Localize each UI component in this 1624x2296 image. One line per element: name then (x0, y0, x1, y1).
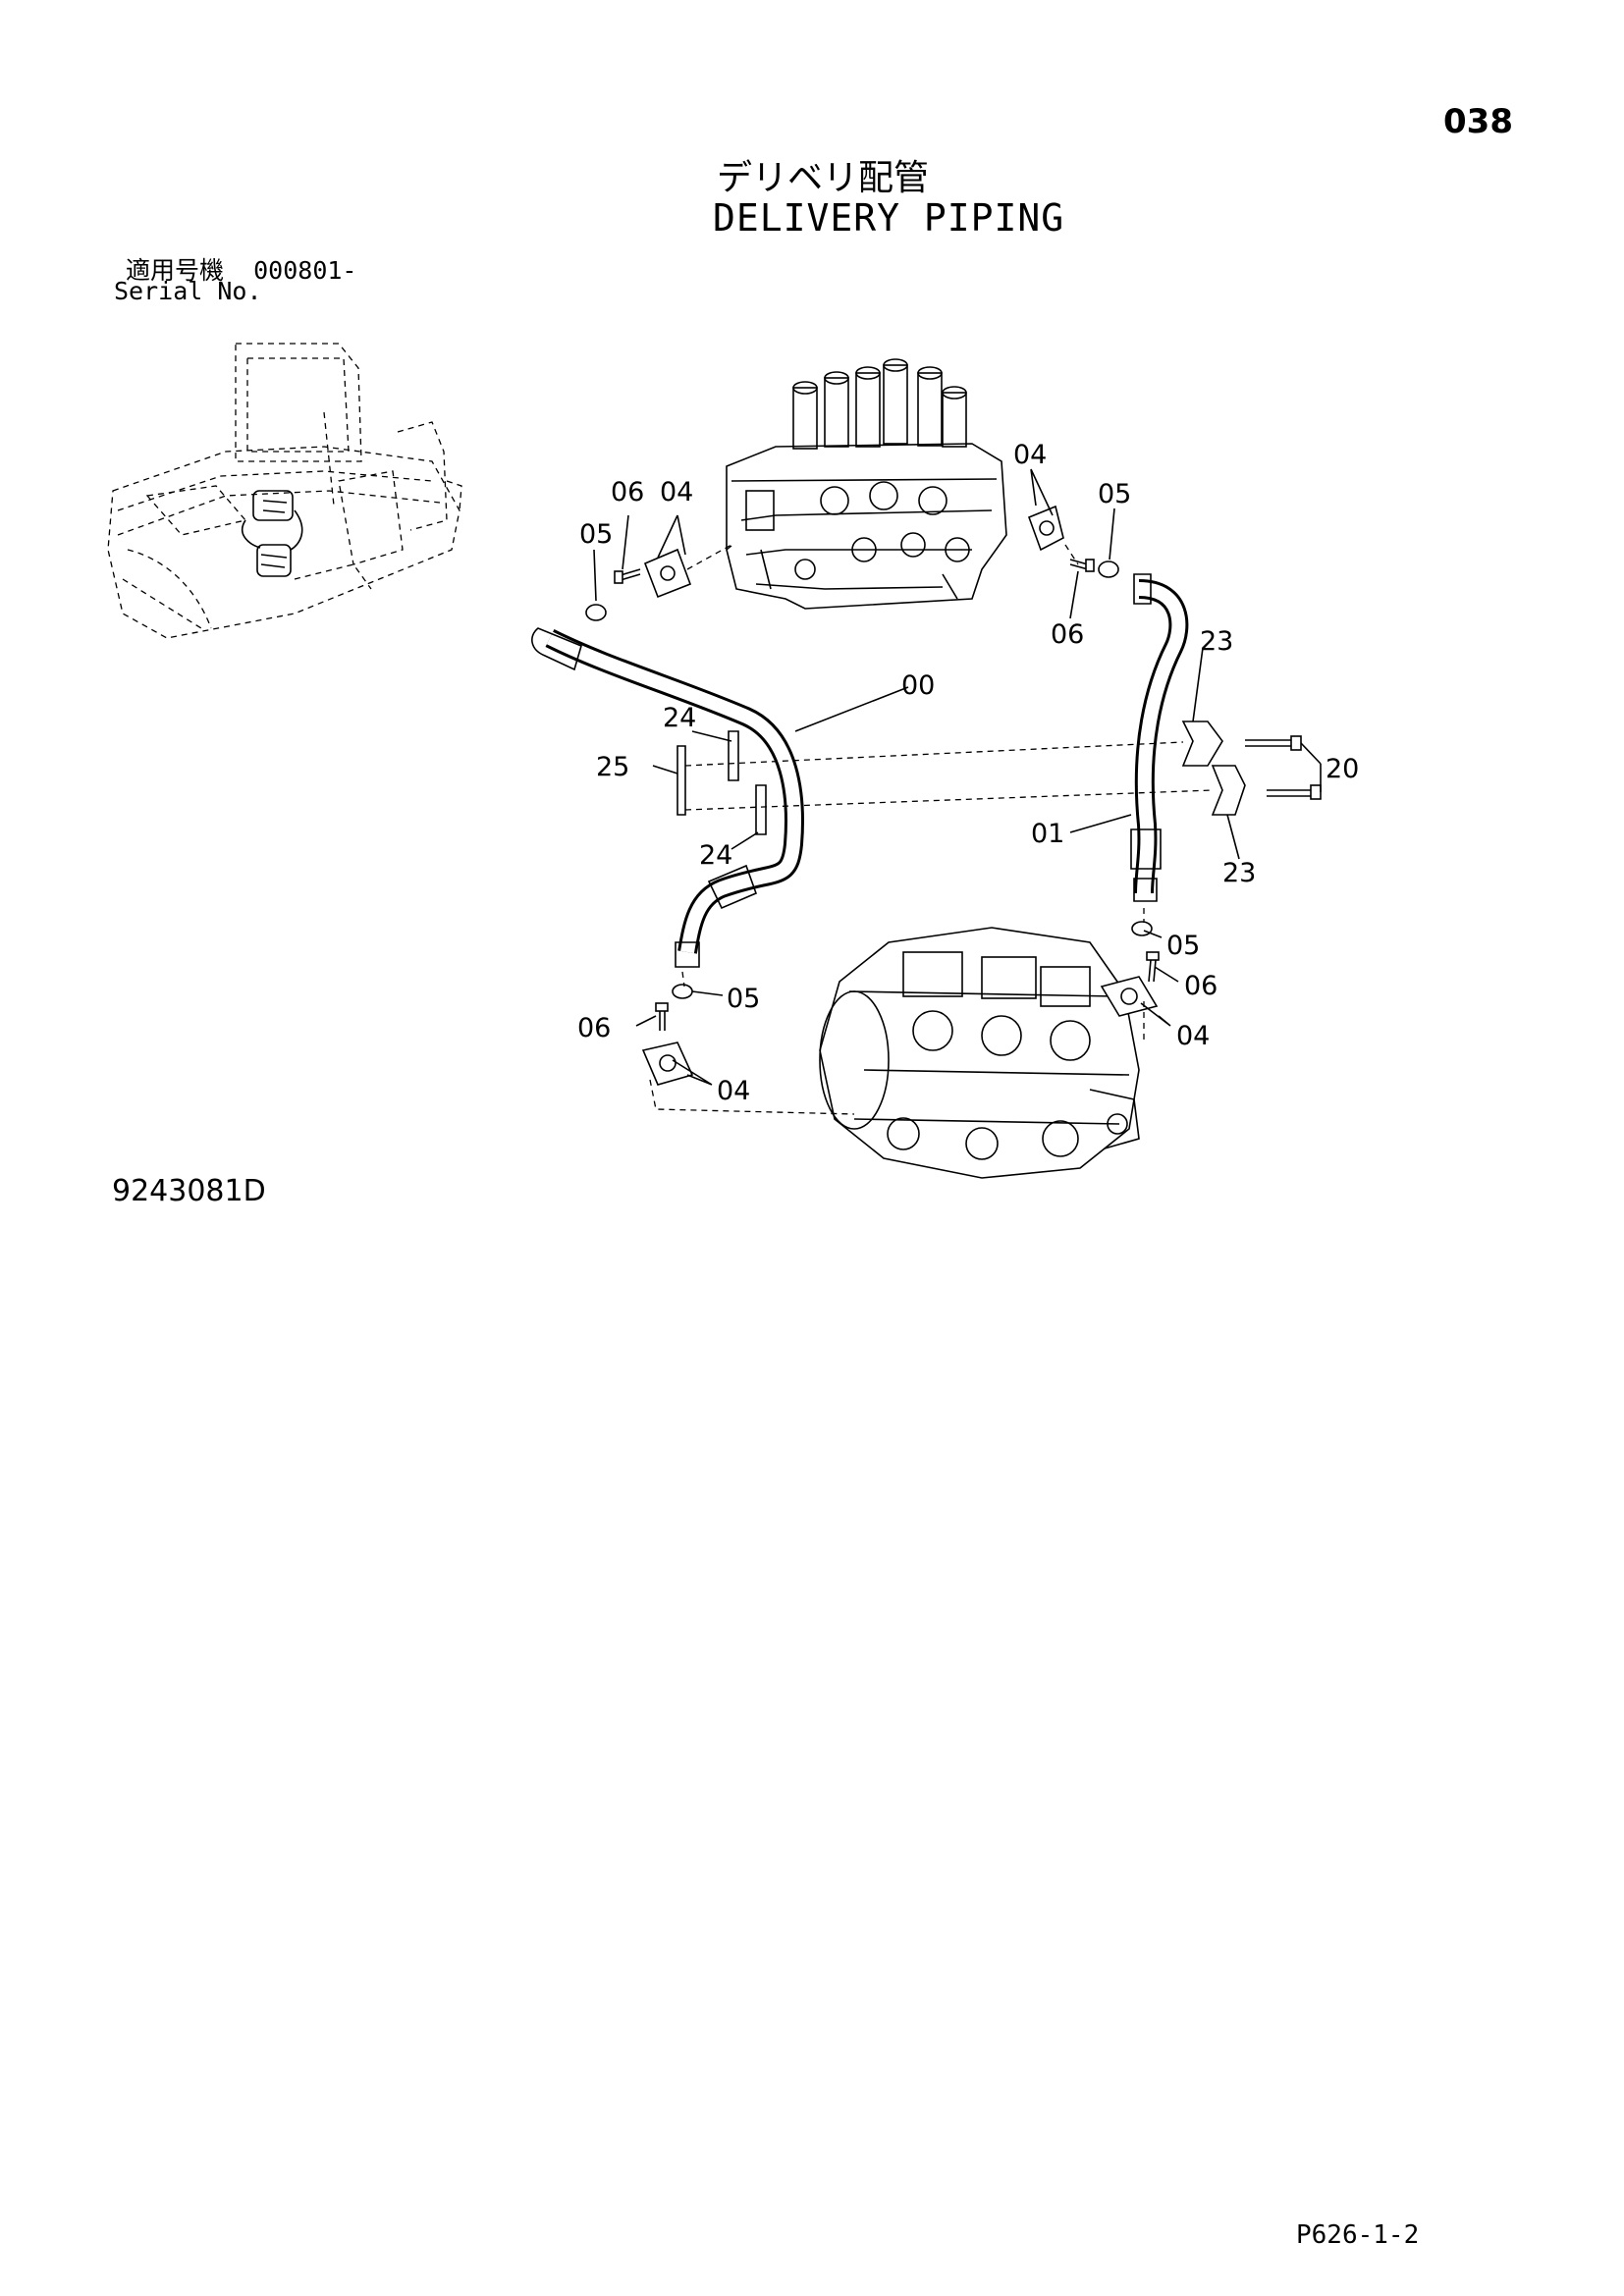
callout-20: 20 (1326, 754, 1359, 784)
callout-23-upper: 23 (1200, 626, 1233, 657)
serial-label: Serial No. (114, 277, 262, 305)
callout-05-valve-left: 05 (579, 519, 613, 550)
excavator-overview-icon (107, 343, 462, 639)
callout-06-valve-left: 06 (611, 477, 644, 507)
callout-04-valve-right: 04 (1013, 440, 1047, 470)
callout-05-pump-right: 05 (1166, 931, 1200, 961)
delivery-pipe-icon (1130, 573, 1189, 902)
flange-icon (641, 505, 1159, 1086)
hydraulic-pump-icon (819, 927, 1140, 1179)
bracket-icon (677, 730, 767, 835)
serial-applicability: 適用号機 000801- (126, 251, 356, 287)
callout-24-lower: 24 (699, 840, 732, 871)
page-title-japanese: デリベリ配管 (717, 158, 930, 198)
serial-range: 000801- (253, 256, 357, 285)
callout-01: 01 (1031, 819, 1064, 849)
callout-06-valve-right: 06 (1051, 619, 1084, 650)
callout-25: 25 (596, 752, 629, 782)
drawing-number: 9243081D (112, 1174, 266, 1208)
callout-00: 00 (901, 670, 935, 701)
callout-05-pump-left: 05 (727, 984, 760, 1014)
control-valve-icon (726, 358, 1007, 610)
callout-06-pump-left: 06 (577, 1013, 611, 1043)
callout-05-valve-right: 05 (1098, 479, 1131, 509)
page-reference: P626-1-2 (1296, 2220, 1420, 2250)
callout-06-pump-right: 06 (1184, 971, 1218, 1001)
page-title: DELIVERY PIPING (713, 196, 1065, 240)
page-number: 038 (1443, 102, 1513, 141)
callout-23-lower: 23 (1222, 858, 1256, 888)
callout-04-valve-left: 04 (660, 477, 693, 507)
callout-04-pump-right: 04 (1176, 1021, 1210, 1051)
delivery-hose-icon (531, 627, 804, 968)
clamp-icon (1181, 721, 1246, 816)
callout-04-pump-left: 04 (717, 1076, 750, 1106)
serial-label-japanese: 適用号機 (126, 256, 225, 285)
callout-24-upper: 24 (663, 703, 696, 733)
